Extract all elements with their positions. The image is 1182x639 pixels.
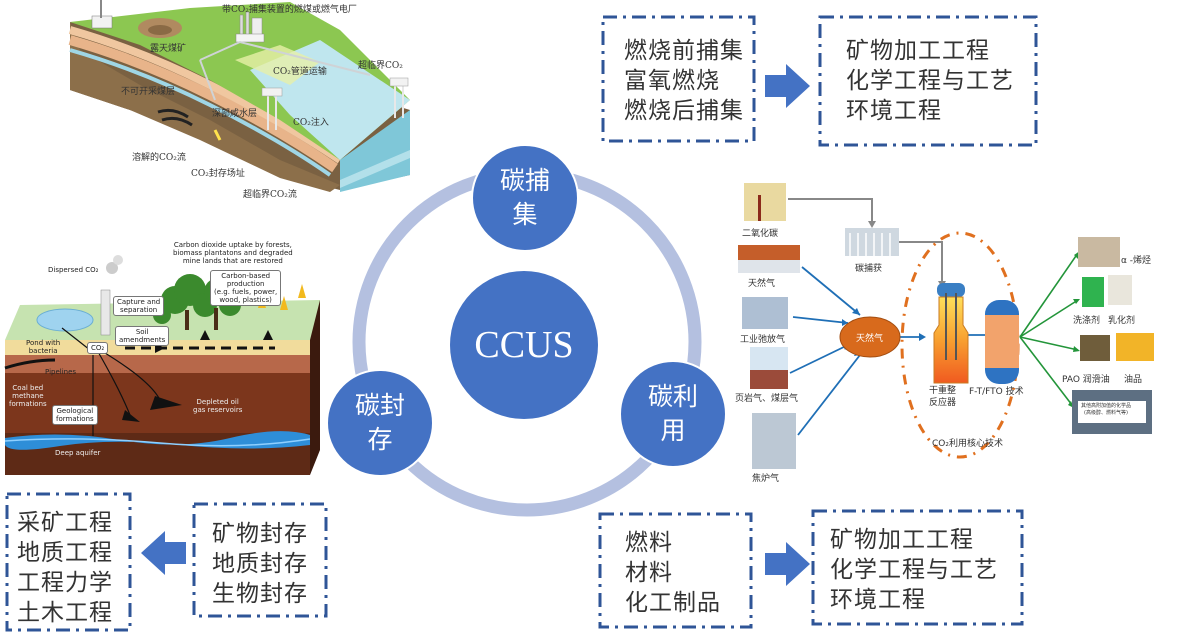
- label-pipelines: Pipelines: [45, 368, 77, 376]
- ccus-label: CCUS: [474, 324, 574, 366]
- hub-label: 天然气: [856, 334, 884, 344]
- product-olefin: α -烯烃: [1121, 256, 1152, 266]
- label-depleted: Depleted oil gas reservoirs: [193, 398, 243, 414]
- label-uptake: Carbon dioxide uptake by forests, biomas…: [173, 241, 293, 265]
- industrial-gas-thumb: [742, 297, 788, 329]
- natural-gas-hub: [839, 316, 901, 358]
- utilization-products-list: 燃料 材料 化工制品: [625, 528, 721, 618]
- core-tech-label: CO₂利用核心技术: [932, 439, 1003, 449]
- storage-node[interactable]: 碳封 存: [326, 369, 434, 477]
- label-geological-formations: Geological formations: [52, 405, 98, 425]
- utilization-process-diagram: [738, 183, 1154, 469]
- carbon-capture-thumb: [845, 228, 899, 256]
- storage-discipline: 采矿工程: [17, 510, 113, 536]
- utilization-disciplines-list: 矿物加工工程 化学工程与工艺 环境工程: [830, 525, 998, 615]
- utilization-product: 化工制品: [625, 590, 721, 616]
- reactor-label: 干重整 反应器: [929, 386, 957, 408]
- oil-thumb: [1116, 333, 1154, 361]
- label-dispersed: Dispersed CO₂: [48, 266, 99, 274]
- utilization-node[interactable]: 碳利 用: [619, 360, 727, 468]
- source-co2: 二氧化碳: [742, 229, 779, 239]
- utilization-product: 燃料: [625, 530, 673, 556]
- ft-label: F-T/FTO 技术: [969, 387, 1024, 397]
- geologic-storage-illustration-cn: [68, 0, 410, 192]
- capture-method: 燃烧后捕集: [624, 98, 744, 124]
- source-industrial-gas: 工业弛放气: [740, 335, 786, 345]
- storage-discipline: 工程力学: [17, 570, 113, 596]
- capture-node-line1: 碳捕: [499, 166, 550, 195]
- capture-method: 燃烧前捕集: [624, 38, 744, 64]
- capture-methods-list: 燃烧前捕集 富氧燃烧 燃烧后捕集: [624, 36, 744, 126]
- label-unmineable-coal: 不可开采煤层: [121, 87, 176, 97]
- label-storage-site: CO₂封存场址: [191, 169, 245, 179]
- label-saline-aquifer: 深部咸水层: [212, 109, 258, 119]
- storage-discipline: 地质工程: [17, 540, 113, 566]
- capture-discipline: 化学工程与工艺: [846, 68, 1014, 94]
- label-capture-separation: Capture and separation: [113, 296, 165, 316]
- pao-thumb: [1080, 335, 1110, 361]
- capture-discipline: 环境工程: [846, 98, 942, 124]
- product-oil: 油品: [1124, 375, 1143, 385]
- ccus-center-node[interactable]: CCUS: [450, 271, 598, 419]
- utilization-node-line1: 碳利: [647, 382, 698, 411]
- capture-discipline: 矿物加工工程: [846, 38, 990, 64]
- product-detergent: 洗涤剂: [1073, 316, 1101, 326]
- capture-node[interactable]: 碳捕 集: [471, 144, 579, 252]
- label-carbon-production: Carbon-based production (e.g. fuels, pow…: [210, 270, 282, 306]
- olefin-thumb: [1078, 237, 1120, 267]
- coke-gas-thumb: [752, 413, 796, 469]
- storage-method: 生物封存: [212, 581, 308, 607]
- utilization-discipline: 环境工程: [830, 587, 926, 613]
- label-supercritical-flow: 超临界CO₂流: [243, 190, 297, 200]
- detergent-thumb: [1082, 277, 1104, 307]
- storage-method: 矿物封存: [212, 521, 308, 547]
- emulsifier-thumb: [1108, 275, 1132, 305]
- utilization-product: 材料: [625, 560, 673, 586]
- product-other-chemicals: 其他高附加值的化学品 (高级醇、燃料气等): [1081, 403, 1132, 416]
- label-coal-bed: Coal bed methane formations: [9, 384, 47, 408]
- label-injection: CO₂注入: [293, 118, 329, 128]
- label-open-mine: 露天煤矿: [150, 44, 187, 54]
- source-coke-gas: 焦炉气: [752, 474, 780, 484]
- capture-method: 富氧燃烧: [624, 68, 720, 94]
- source-shale-gas: 页岩气、煤层气: [735, 394, 799, 404]
- storage-method: 地质封存: [212, 551, 308, 577]
- storage-node-line2: 存: [367, 425, 393, 454]
- label-co2: CO₂: [87, 342, 109, 354]
- storage-node-line1: 碳封: [354, 391, 405, 420]
- utilization-discipline: 化学工程与工艺: [830, 557, 998, 583]
- capture-disciplines-list: 矿物加工工程 化学工程与工艺 环境工程: [846, 36, 1014, 126]
- utilization-node-line2: 用: [660, 416, 686, 445]
- source-natural-gas: 天然气: [748, 279, 776, 289]
- label-pond: Pond with bacteria: [26, 339, 61, 355]
- storage-discipline: 土木工程: [17, 600, 113, 626]
- product-emulsifier: 乳化剂: [1108, 316, 1136, 326]
- label-pipeline: CO₂管道运输: [273, 67, 327, 77]
- utilization-discipline: 矿物加工工程: [830, 527, 974, 553]
- co2-thumb: [744, 183, 786, 221]
- label-dissolved: 溶解的CO₂流: [132, 153, 186, 163]
- carbon-capture-label: 碳捕获: [855, 264, 883, 274]
- capture-node-line2: 集: [512, 200, 538, 229]
- label-deep-aquifer: Deep aquifer: [55, 449, 101, 457]
- product-pao: PAO 润滑油: [1062, 375, 1110, 385]
- geologic-storage-illustration-en: [4, 255, 320, 475]
- storage-disciplines-list: 采矿工程 地质工程 工程力学 土木工程: [17, 508, 113, 628]
- label-power-plant: 带CO₂捕集装置的燃煤或燃气电厂: [222, 5, 357, 15]
- storage-methods-list: 矿物封存 地质封存 生物封存: [212, 519, 308, 609]
- label-soil-amendments: Soil amendments: [115, 326, 170, 346]
- label-supercritical-top: 超临界CO₂: [358, 61, 403, 71]
